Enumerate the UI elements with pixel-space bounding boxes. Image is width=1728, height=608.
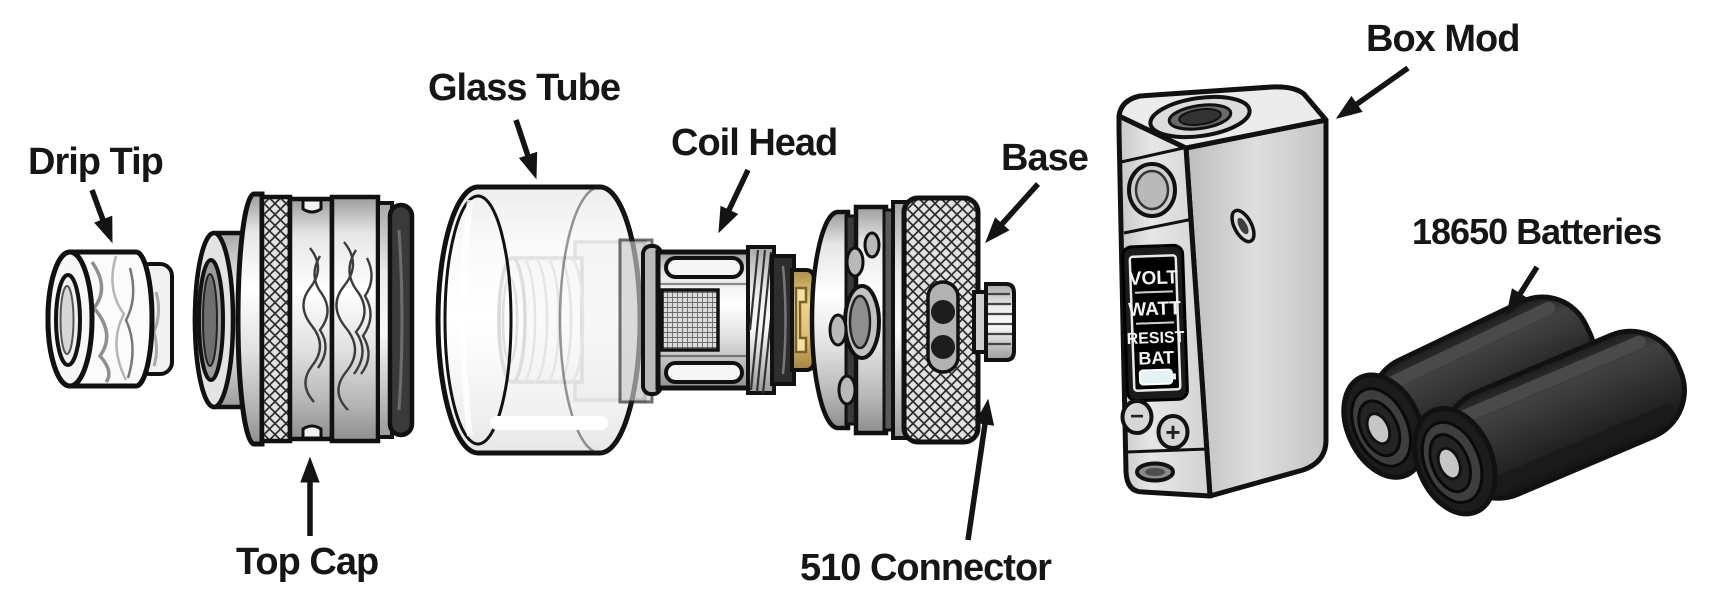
battery-front <box>1412 328 1687 517</box>
top-cap-oring-highlight <box>397 229 404 411</box>
box-mod-minus-button <box>1120 399 1154 435</box>
top-cap-engraving <box>302 241 373 411</box>
screen-battery-icon <box>1138 368 1174 386</box>
coil-head-slot-bottom <box>664 361 744 384</box>
base-deck-hole <box>845 246 865 278</box>
battery-rear-terminal <box>1365 412 1392 446</box>
top-cap-knurl-band <box>259 194 293 444</box>
screen-divider <box>1136 321 1175 325</box>
base-airflow-hole <box>931 335 955 359</box>
connector-510-arrow <box>965 398 995 541</box>
coil-head-mesh <box>660 288 720 352</box>
battery-front-highlight <box>1457 335 1646 424</box>
top-cap-arrow <box>300 456 320 536</box>
base-washer-1 <box>809 209 851 431</box>
battery-front-shadow <box>1485 403 1675 490</box>
box-mod-part: VOLT WATT RESIST BAT − + <box>1116 84 1329 499</box>
top-cap-neck-bore-inner <box>202 273 218 367</box>
screen-line-bat: BAT <box>1138 347 1174 368</box>
box-mod-usb-slot-inner <box>1145 468 1165 476</box>
label-coil-head: Coil Head <box>671 122 838 164</box>
label-glass-tube: Glass Tube <box>428 67 621 109</box>
base-airflow-hole <box>931 300 955 324</box>
top-cap-part <box>192 191 415 447</box>
box-mod-panel-line-bottom <box>1126 447 1209 454</box>
drip-tip-part <box>45 249 174 389</box>
label-box-mod: Box Mod <box>1366 18 1520 60</box>
screen-line-resist: RESIST <box>1126 329 1185 348</box>
coil-head-part <box>618 238 816 404</box>
battery-rear-highlight <box>1382 301 1556 391</box>
label-18650-batteries: 18650 Batteries <box>1412 211 1662 252</box>
screen-line-watt: WATT <box>1128 298 1182 321</box>
glass-tube-arrow <box>513 119 538 180</box>
drip-tip-bore-inner <box>59 285 75 355</box>
screen-battery-icon-nub <box>1171 373 1177 380</box>
batteries-part <box>1341 294 1687 517</box>
plus-glyph: + <box>1165 417 1180 447</box>
glass-tube-highlight <box>490 416 608 430</box>
coil-head-oring-highlight <box>781 265 787 375</box>
connector-510-thread-ridges <box>988 292 1012 346</box>
box-mod-panel-line-mid <box>1123 217 1194 235</box>
base-deck-hole <box>837 374 857 406</box>
minus-glyph: − <box>1130 403 1144 430</box>
callout-arrows <box>89 65 1540 541</box>
glass-tube-rim-highlight <box>460 199 473 437</box>
batteries-arrow <box>1506 265 1540 316</box>
drip-tip-marble-vein <box>124 267 135 379</box>
base-part <box>809 195 1016 445</box>
box-mod-plus-button <box>1156 414 1190 450</box>
label-510-connector: 510 Connector <box>800 547 1052 589</box>
base-arrow <box>985 182 1041 244</box>
coil-head-slot-top <box>664 256 744 279</box>
connector-510-threads <box>984 282 1016 362</box>
box-mod-micro-usb-port <box>1230 208 1256 244</box>
coil-head-facet-lines <box>658 282 750 358</box>
top-cap-notch-bottom <box>301 424 323 440</box>
drip-tip-marble-vein <box>111 255 128 381</box>
screen-line-volt: VOLT <box>1128 267 1178 290</box>
screen-divider <box>1134 290 1173 294</box>
coil-head-thread-ridges <box>748 249 776 394</box>
drip-tip-marble-vein <box>90 261 111 384</box>
coil-head-pin-cutout <box>794 286 808 354</box>
top-cap-left-rim <box>235 191 265 447</box>
label-drip-tip: Drip Tip <box>28 141 164 183</box>
box-mod-510-well <box>1148 94 1252 140</box>
base-deck-hole <box>863 231 881 259</box>
glass-tube-part <box>435 184 647 456</box>
base-deck-hole <box>828 313 848 347</box>
box-mod-arrow <box>1335 65 1410 119</box>
coil-head-arrow <box>718 168 751 234</box>
box-mod-fire-button-inner <box>1134 169 1170 211</box>
drip-tip-arrow <box>89 189 113 244</box>
top-cap-notch-top <box>301 198 323 214</box>
label-base: Base <box>1001 137 1089 179</box>
box-mod-panel-line-top <box>1120 145 1189 164</box>
battery-front-terminal <box>1436 446 1462 481</box>
box-mod-display: VOLT WATT RESIST BAT <box>1121 243 1189 403</box>
base-center-hole-inner <box>848 294 872 350</box>
label-top-cap: Top Cap <box>236 541 379 583</box>
glass-tube-near-rim <box>443 194 513 446</box>
